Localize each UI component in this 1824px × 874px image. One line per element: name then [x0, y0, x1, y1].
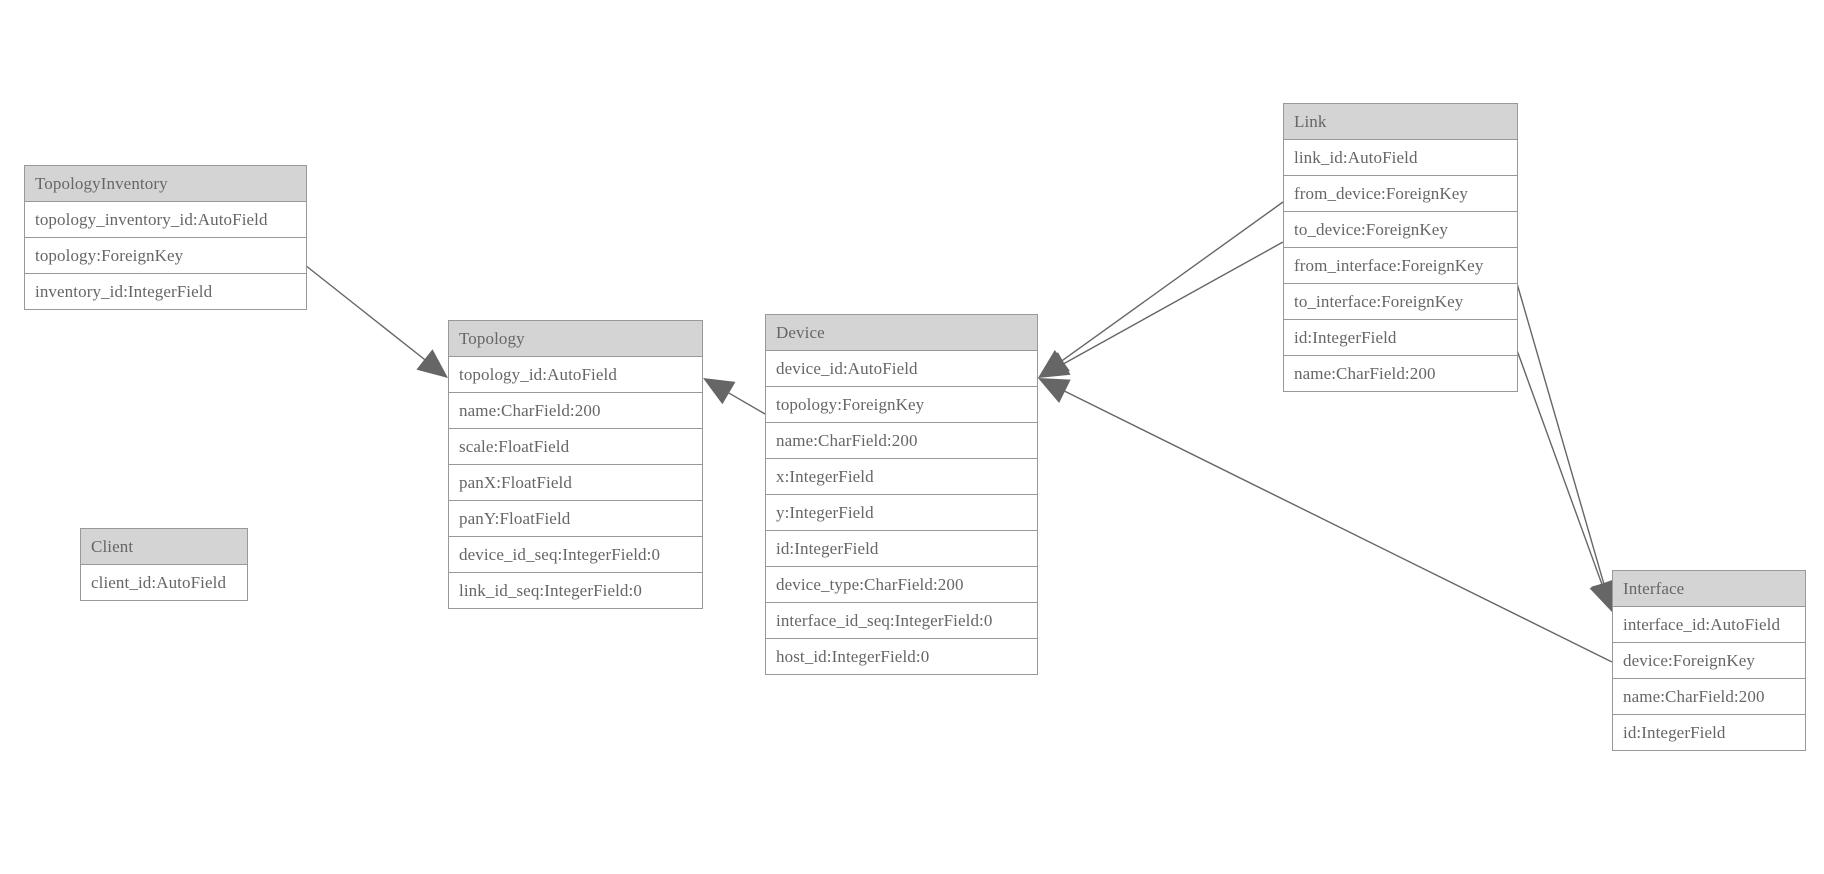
entity-title-topology: Topology — [449, 321, 702, 357]
rel-link-to-interface-line — [1505, 319, 1604, 588]
entity-field[interactable]: inventory_id:IntegerField — [25, 274, 306, 309]
entity-field[interactable]: id:IntegerField — [1613, 715, 1805, 750]
entity-field[interactable]: client_id:AutoField — [81, 565, 247, 600]
entity-field[interactable]: panY:FloatField — [449, 501, 702, 537]
rel-link-from-device-arrowhead — [1038, 349, 1070, 378]
entity-title-topology_inventory: TopologyInventory — [25, 166, 306, 202]
rel-interface-device-arrowhead — [1038, 378, 1071, 403]
rel-link-from-interface-line — [1515, 279, 1606, 588]
entity-field[interactable]: topology:ForeignKey — [766, 387, 1037, 423]
entity-title-client: Client — [81, 529, 247, 565]
entity-field[interactable]: host_id:IntegerField:0 — [766, 639, 1037, 674]
entity-field[interactable]: x:IntegerField — [766, 459, 1037, 495]
entity-field[interactable]: topology_inventory_id:AutoField — [25, 202, 306, 238]
entity-field[interactable]: panX:FloatField — [449, 465, 702, 501]
rel-link-to-interface-arrowhead — [1589, 579, 1614, 612]
rel-interface-device-line — [1060, 388, 1613, 663]
entity-field[interactable]: interface_id:AutoField — [1613, 607, 1805, 643]
rel-link-from-device-line — [1058, 201, 1284, 364]
entity-field[interactable]: name:CharField:200 — [766, 423, 1037, 459]
entity-field[interactable]: to_device:ForeignKey — [1284, 212, 1517, 248]
entity-field[interactable]: scale:FloatField — [449, 429, 702, 465]
entity-field[interactable]: y:IntegerField — [766, 495, 1037, 531]
rel-device-topology-line — [725, 390, 766, 415]
entity-title-link: Link — [1284, 104, 1517, 140]
entity-field[interactable]: name:CharField:200 — [1613, 679, 1805, 715]
entity-field[interactable]: device_id_seq:IntegerField:0 — [449, 537, 702, 573]
entity-field[interactable]: name:CharField:200 — [1284, 356, 1517, 391]
entity-field[interactable]: device:ForeignKey — [1613, 643, 1805, 679]
rel-link-to-device-line — [1060, 241, 1284, 366]
rel-device-topology-arrowhead — [703, 378, 736, 405]
rel-link-to-device-arrowhead — [1038, 352, 1071, 378]
entity-title-interface: Interface — [1613, 571, 1805, 607]
entity-field[interactable]: device_id:AutoField — [766, 351, 1037, 387]
entity-field[interactable]: name:CharField:200 — [449, 393, 702, 429]
entity-field[interactable]: device_type:CharField:200 — [766, 567, 1037, 603]
entity-title-device: Device — [766, 315, 1037, 351]
entity-field[interactable]: from_device:ForeignKey — [1284, 176, 1517, 212]
entity-field[interactable]: interface_id_seq:IntegerField:0 — [766, 603, 1037, 639]
entity-field[interactable]: topology:ForeignKey — [25, 238, 306, 274]
entity-field[interactable]: link_id_seq:IntegerField:0 — [449, 573, 702, 608]
rel-topologyinventory-topology-arrowhead — [416, 349, 448, 378]
entity-field[interactable]: id:IntegerField — [766, 531, 1037, 567]
entity-field[interactable]: from_interface:ForeignKey — [1284, 248, 1517, 284]
rel-topologyinventory-topology-line — [304, 264, 429, 363]
entity-field[interactable]: link_id:AutoField — [1284, 140, 1517, 176]
entity-field[interactable]: to_interface:ForeignKey — [1284, 284, 1517, 320]
entity-field[interactable]: topology_id:AutoField — [449, 357, 702, 393]
entity-field[interactable]: id:IntegerField — [1284, 320, 1517, 356]
